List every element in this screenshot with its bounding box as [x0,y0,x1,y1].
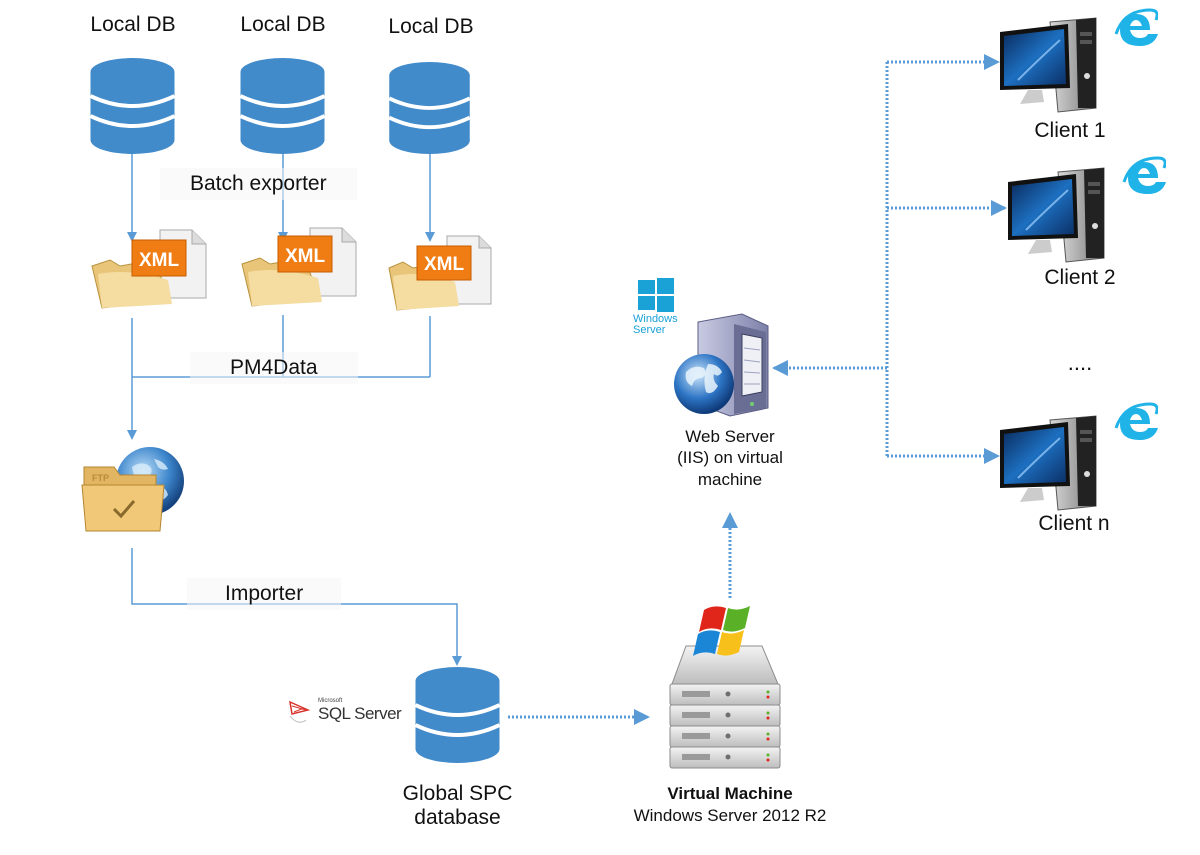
web-server-label: Web Server (IIS) on virtual machine [640,426,820,490]
desktop-computer-icon [1000,17,1097,113]
windows-logo-icon [638,278,674,312]
xml-folder-icon: XML [241,227,357,307]
ftp-folder: FTP [80,445,185,535]
global-db-label: Global SPC database [375,782,540,830]
svg-text:XML: XML [285,246,326,267]
svg-text:FTP: FTP [92,473,109,483]
virtual-machine-icon [666,600,786,780]
ftp-folder-globe-icon: FTP [81,447,184,532]
xml-file-1: XML [90,228,210,313]
stage-importer: Importer [187,578,342,610]
vm-subtitle: Windows Server 2012 R2 [633,806,827,825]
client-2-label: Client 2 [1044,266,1116,289]
internet-explorer-icon [1122,156,1166,194]
svg-text:XML: XML [424,254,465,275]
client-1-label: Client 1 [1034,119,1106,142]
sql-server-icon [289,700,310,723]
local-db-1-label: Local DB [90,13,176,36]
windows-server-stack-icon [669,606,781,769]
internet-explorer-icon [1114,402,1158,440]
windows-server-logo-line1: Windows [633,313,678,325]
web-server-label-line3: machine [697,469,763,489]
web-server-icon [672,312,778,418]
web-server-label-line1: Web Server [685,427,775,446]
client-2 [1006,156,1166,265]
local-db-3-icon [388,62,471,154]
windows-server-logo-line2: Server [633,324,666,336]
local-db-2-label: Local DB [240,13,326,36]
iis-server-globe-icon [674,313,769,417]
sql-server-text: SQL Server [318,704,402,723]
xml-folder-icon: XML [91,229,207,309]
desktop-computer-icon [1000,415,1097,511]
global-db-icon [415,667,500,763]
windows-server-logo: Windows Server [630,276,690,340]
client-1 [998,8,1158,115]
web-server-label-line2: (IIS) on virtual [677,448,783,468]
windows-flag-icon [693,606,750,656]
stage-batch-exporter: Batch exporter [160,168,357,200]
stage-pm4data: PM4Data [190,352,358,384]
xml-folder-icon: XML [388,235,492,311]
local-db-2-icon [240,58,325,154]
local-db-1-icon [90,58,175,154]
svg-text:XML: XML [139,250,180,271]
internet-explorer-icon [1114,8,1158,46]
sql-server-brand: Microsoft [318,698,343,704]
client-n [998,402,1158,513]
global-db-label-line2: database [414,806,501,830]
more-clients-ellipsis: .... [1067,350,1093,375]
sql-server-logo: Microsoft SQL Server [288,698,408,728]
client-n-label: Client n [1038,512,1110,535]
vm-title: Virtual Machine [667,784,793,803]
global-db-label-line1: Global SPC [402,782,513,805]
xml-file-3: XML [387,234,507,319]
local-db-3-label: Local DB [388,15,474,38]
xml-file-2: XML [240,226,360,311]
desktop-computer-icon [1008,167,1105,263]
